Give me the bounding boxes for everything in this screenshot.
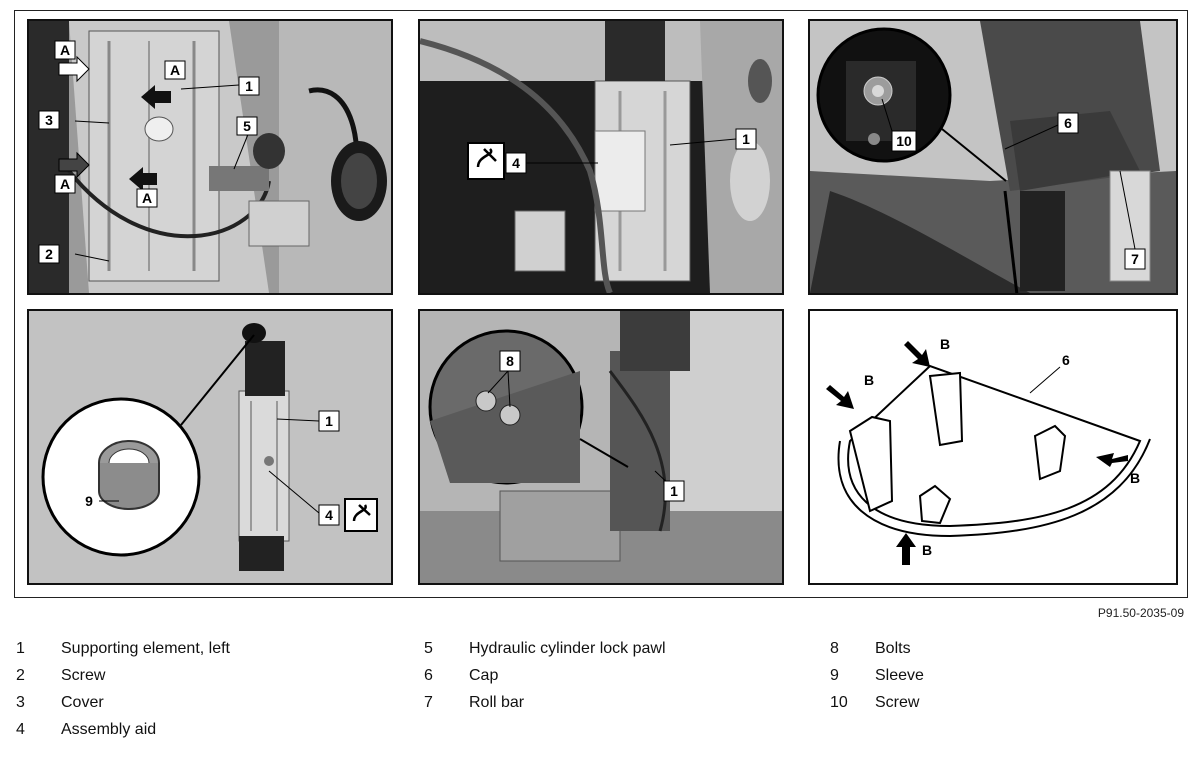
illustration-figure: A A 1 3 A 5 A 2 xyxy=(14,10,1188,598)
callout-8: 8 xyxy=(506,353,514,369)
callout-3: 3 xyxy=(45,112,53,128)
callout-6: 6 xyxy=(1064,115,1072,131)
callout-2: 2 xyxy=(45,246,53,262)
panel-assembly-aid-installed: 1 4 xyxy=(418,19,784,295)
legend-number: 4 xyxy=(16,721,25,738)
legend-number: 7 xyxy=(424,694,433,711)
figure-reference: P91.50-2035-09 xyxy=(1097,606,1184,620)
callout-a: A xyxy=(142,190,152,206)
callout-b: B xyxy=(864,372,874,388)
legend-label: Cap xyxy=(469,667,499,684)
legend-label: Screw xyxy=(61,667,106,684)
callout-1: 1 xyxy=(742,131,750,147)
callout-a: A xyxy=(170,62,180,78)
callout-b: B xyxy=(1130,470,1140,486)
legend-number: 1 xyxy=(16,640,25,657)
callout-4: 4 xyxy=(512,155,520,171)
cover-removal-photo: A A 1 3 A 5 A 2 xyxy=(29,21,391,293)
callout-1: 1 xyxy=(245,78,253,94)
callout-5: 5 xyxy=(243,118,251,134)
assembly-aid-sleeve-illustration: 1 9 4 xyxy=(29,311,391,583)
callout-10: 10 xyxy=(896,133,912,149)
panel-cover-removal: A A 1 3 A 5 A 2 xyxy=(27,19,393,295)
callout-4: 4 xyxy=(325,507,333,523)
legend-number: 10 xyxy=(830,694,848,711)
callout-1: 1 xyxy=(325,413,333,429)
callout-b: B xyxy=(922,542,932,558)
legend-number: 9 xyxy=(830,667,839,684)
callout-a: A xyxy=(60,42,70,58)
panel-bolts: 8 1 xyxy=(418,309,784,585)
cap-clip-line-drawing: B 6 B B B xyxy=(810,311,1176,583)
legend-number: 8 xyxy=(830,640,839,657)
legend-number: 3 xyxy=(16,694,25,711)
callout-1: 1 xyxy=(670,483,678,499)
bolts-photo: 8 1 xyxy=(420,311,782,583)
legend-label: Cover xyxy=(61,694,104,711)
legend-number: 2 xyxy=(16,667,25,684)
legend-label: Screw xyxy=(875,694,920,711)
legend-label: Sleeve xyxy=(875,667,924,684)
callout-9: 9 xyxy=(85,493,93,509)
callout-7: 7 xyxy=(1131,251,1139,267)
callout-a: A xyxy=(60,176,70,192)
legend-label: Bolts xyxy=(875,640,911,657)
legend-number: 5 xyxy=(424,640,433,657)
callout-b: B xyxy=(940,336,950,352)
assembly-aid-installed-photo: 1 4 xyxy=(420,21,782,293)
panel-roll-bar-cap: 10 6 7 xyxy=(808,19,1178,295)
legend-label: Assembly aid xyxy=(61,721,157,738)
panel-cap-clip-detail: B 6 B B B xyxy=(808,309,1178,585)
legend-label: Hydraulic cylinder lock pawl xyxy=(469,640,666,657)
panel-assembly-aid-sleeve: 1 9 4 xyxy=(27,309,393,585)
roll-bar-cap-photo: 10 6 7 xyxy=(810,21,1176,293)
legend-label: Roll bar xyxy=(469,694,525,711)
legend-number: 6 xyxy=(424,667,433,684)
legend-label: Supporting element, left xyxy=(61,640,230,657)
callout-6: 6 xyxy=(1062,352,1070,368)
